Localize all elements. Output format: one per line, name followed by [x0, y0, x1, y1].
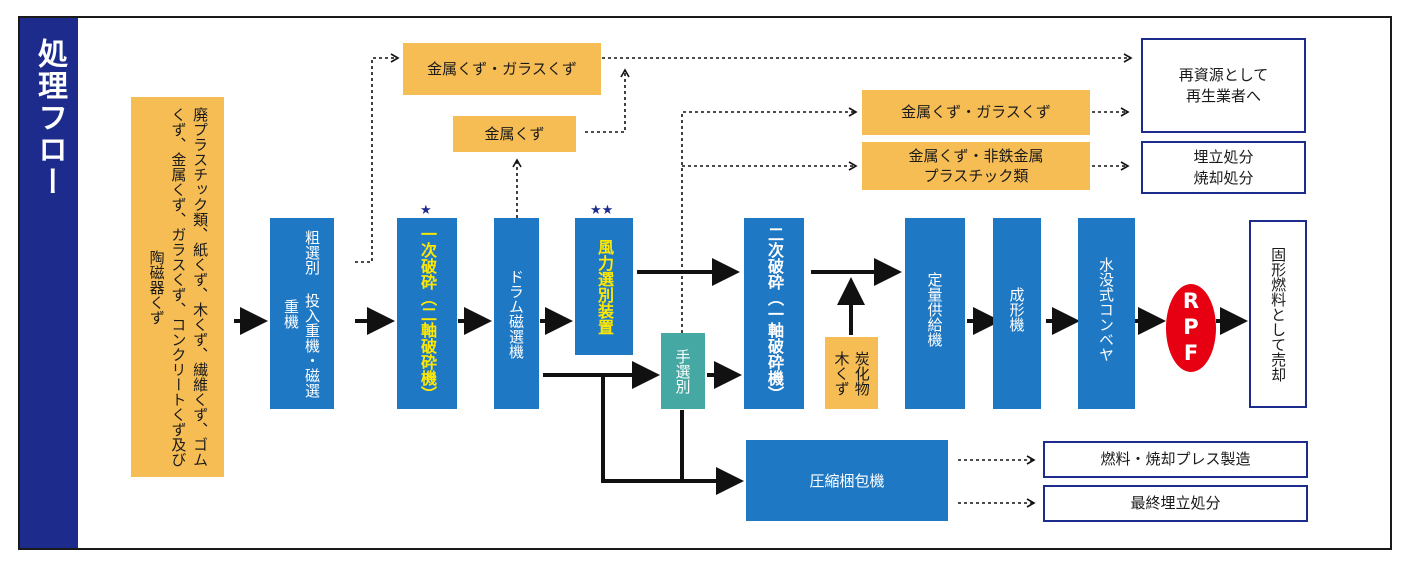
step4-label: 風力選別装置 [595, 238, 614, 335]
step3-label: ドラム磁選機 [507, 268, 525, 359]
dotted-arrows [355, 53, 1133, 508]
input-materials-box: 廃プラスチック類、紙くず、木くず、繊維くず、ゴムくず、金属くず、ガラスくず、コン… [131, 97, 224, 477]
rpf-badge: RPF [1166, 284, 1216, 372]
charcoal-box: 炭化物 木くず [825, 337, 878, 409]
output-landfill-incinerate: 埋立処分 焼却処分 [1141, 141, 1306, 194]
step3-drum-magnet: ドラム磁選機 [494, 218, 539, 409]
step8-label: 水没式コンベヤ [1097, 256, 1115, 362]
double-star-icon: ★★ [590, 203, 614, 218]
star-icon: ★ [420, 203, 432, 218]
byproduct-metal-glass-2-label: 金属くず・ガラスくず [901, 103, 1051, 122]
input-materials-text: 廃プラスチック類、紙くず、木くず、繊維くず、ゴムくず、金属くず、ガラスくず、コン… [147, 107, 210, 467]
step1-rough-sort: 粗選別 投入重機・磁選重機 [270, 218, 334, 409]
final-sale-box: 固形燃料として売却 [1249, 220, 1307, 408]
byproduct-metal: 金属くず [453, 116, 576, 152]
step6-label: 定量供給機 [925, 271, 944, 347]
output-recycle-line1: 再資源として [1178, 66, 1269, 85]
output-recycle-line2: 再生業者へ [1185, 86, 1261, 105]
byproduct-metal-glass-2: 金属くず・ガラスくず [862, 90, 1090, 135]
step8-conveyor: 水没式コンベヤ [1078, 218, 1135, 409]
dotted-handsort-to-metalglass [681, 107, 858, 333]
output-fuel-press-label: 燃料・焼却プレス製造 [1100, 450, 1251, 469]
final-sale-label: 固形燃料として売却 [1269, 246, 1288, 382]
byproduct-nonferrous-line2: プラスチック類 [923, 167, 1029, 185]
dotted-metal-up [585, 68, 630, 133]
step4-wind-sort: 風力選別装置 [575, 218, 633, 355]
side-title: 処理フロー [32, 38, 67, 198]
compressor-box: 圧縮梱包機 [746, 440, 948, 521]
output-final-landfill-label: 最終埋立処分 [1130, 494, 1221, 513]
output-recycle: 再資源として 再生業者へ [1141, 38, 1306, 133]
byproduct-metal-glass-1: 金属くず・ガラスくず [403, 43, 601, 95]
step5-secondary-crush: 二次破砕（一軸破砕機） [744, 218, 804, 409]
hand-sort-label: 手選別 [673, 348, 692, 394]
byproduct-metal-label: 金属くず [484, 124, 545, 143]
compressor-label: 圧縮梱包機 [809, 472, 885, 490]
step7-label: 成形機 [1007, 286, 1026, 332]
charcoal-label: 炭化物 木くず [832, 350, 871, 396]
dotted-step1-to-metalglass [355, 53, 400, 263]
hand-sort-box: 手選別 [661, 333, 705, 409]
step1-label: 粗選別 投入重機・磁選重機 [282, 229, 321, 398]
byproduct-metal-glass-1-label: 金属くず・ガラスくず [427, 59, 577, 78]
arrow-to-compressor [601, 375, 744, 495]
step2-label: 一次破砕（二軸破砕機） [418, 226, 437, 402]
step5-label: 二次破砕（一軸破砕機） [765, 226, 784, 402]
byproduct-nonferrous-line1: 金属くず・非鉄金属 [908, 146, 1044, 165]
output-fuel-press: 燃料・焼却プレス製造 [1043, 441, 1308, 478]
byproduct-nonferrous: 金属くず・非鉄金属 プラスチック類 [862, 142, 1090, 190]
step7-molder: 成形機 [993, 218, 1041, 409]
step2-primary-crush: 一次破砕（二軸破砕機） [397, 218, 457, 409]
step6-feeder: 定量供給機 [905, 218, 965, 409]
output-final-landfill: 最終埋立処分 [1043, 485, 1308, 522]
main-arrows [234, 258, 1248, 495]
output-landfill-line2: 焼却処分 [1193, 168, 1254, 187]
side-banner: 処理フロー [20, 18, 78, 548]
output-landfill-line1: 埋立処分 [1193, 148, 1254, 167]
